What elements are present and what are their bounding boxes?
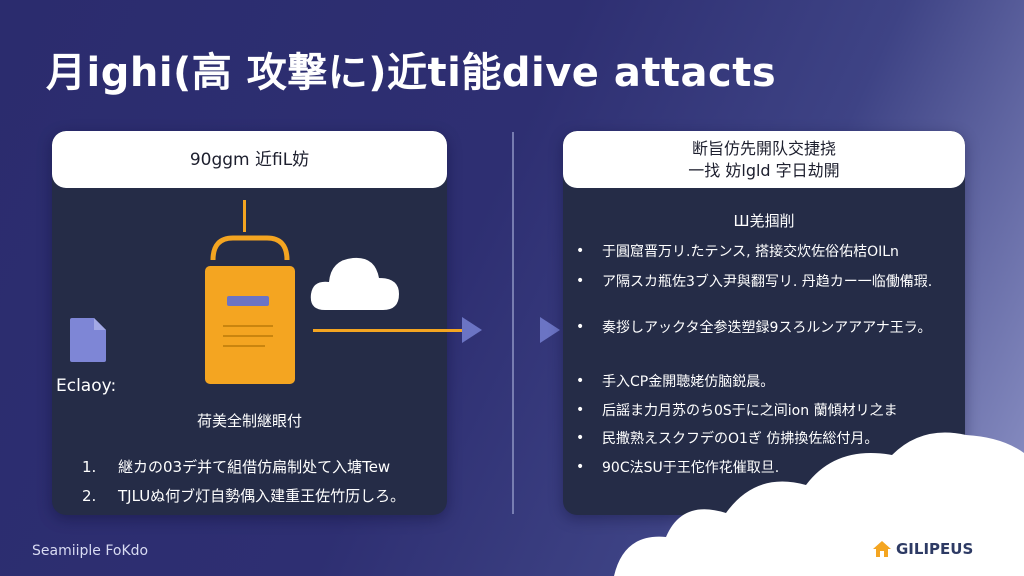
arrow-right-icon [462,317,482,343]
decorative-cloud [614,432,1024,576]
connector-horizontal [313,329,463,332]
list-item: • 手入CP金開聴姥仿脑鋭晨。 [576,371,774,391]
list-text: 継カの03デ并て組借仿扁制处て入塘Tew [118,458,391,476]
list-text: ア隔スカ瓶佐3ブ入尹與翻写リ. 丹趋カー一临働備瑕. [602,274,933,290]
list-item: • 90C法SU于王佗作花催取旦. [576,457,779,477]
bullet-icon: • [576,319,585,335]
right-card-heading: Ш羌掴削 [733,212,795,230]
left-card-header-text: 90ggm 近fiL妨 [189,149,310,170]
numbered-list: 1. 継カの03デ并て組借仿扁制处て入塘Tew 2. TJLUぬ何ブ灯自勢偶入建… [82,452,405,510]
list-text: 手入CP金開聴姥仿脑鋭晨。 [602,374,775,390]
logo-text: GILIPEUS [896,540,974,558]
list-item: • 奏拶しアックタ全参迭塑録9スろルンアアアナ王ラ。 [576,317,932,337]
list-text: TJLUぬ何ブ灯自勢偶入建重王佐竹历しろ。 [118,487,406,505]
list-item: 2. TJLUぬ何ブ灯自勢偶入建重王佐竹历しろ。 [82,481,405,510]
center-divider [512,132,514,514]
left-card-header: 90ggm 近fiL妨 [52,131,447,188]
bullet-icon: • [576,373,585,389]
list-number: 2. [82,486,97,505]
right-card-header-line2: 一找 妨lgld 字日劫開 [688,160,840,180]
bullet-icon: • [576,459,585,475]
cloud-icon [310,257,399,310]
list-text: 后謡ま力月苏のち0S于に之间ion 蘭傾材リ之ま [602,403,898,419]
right-card-header: 断旨仿先開队交捷挠 一找 妨lgld 字日劫開 [563,131,965,188]
list-text: 奏拶しアックタ全参迭塑録9スろルンアアアナ王ラ。 [602,320,932,336]
house-icon [873,541,891,557]
briefcase-lock-icon [205,235,295,384]
list-text: 90C法SU于王佗作花催取旦. [602,460,780,476]
right-card-header-line1: 断旨仿先開队交捷挠 [691,138,836,158]
bullet-icon: • [576,402,585,418]
list-text: 民撒熟えスクフデのO1ぎ 仿拂換佐総付月。 [602,431,879,447]
list-number: 1. [82,457,97,476]
connector-vertical [243,200,246,232]
left-card: 90ggm 近fiL妨 [52,131,447,515]
arrow-right-icon [540,317,560,343]
bullet-icon: • [576,243,585,259]
right-card: 断旨仿先開队交捷挠 一找 妨lgld 字日劫開 [563,131,965,515]
bullet-icon: • [576,430,585,446]
list-item: 1. 継カの03デ并て組借仿扁制处て入塘Tew [82,452,405,481]
doc-label: Eclaoy: [56,376,117,396]
list-item: • 于圓窟晋万リ.たテンス, 搭接交炊佐俗佑桔OILn [576,241,899,261]
bullet-icon: • [576,273,585,289]
company-logo: GILIPEUS [872,540,973,558]
slide-title: 月ighi(高 攻撃に)近ti能dive attacts [46,50,777,96]
document-icon [70,318,106,362]
list-text: 于圓窟晋万リ.たテンス, 搭接交炊佐俗佑桔OILn [602,244,899,260]
list-item: • ア隔スカ瓶佐3ブ入尹與翻写リ. 丹趋カー一临働備瑕. [576,271,932,291]
left-card-subtitle: 荷美全制継眼付 [196,412,302,430]
list-item: • 民撒熟えスクフデのO1ぎ 仿拂換佐総付月。 [576,428,878,448]
footer-text: Seamiiple FoKdo [32,543,149,559]
list-item: • 后謡ま力月苏のち0S于に之间ion 蘭傾材リ之ま [576,400,898,420]
